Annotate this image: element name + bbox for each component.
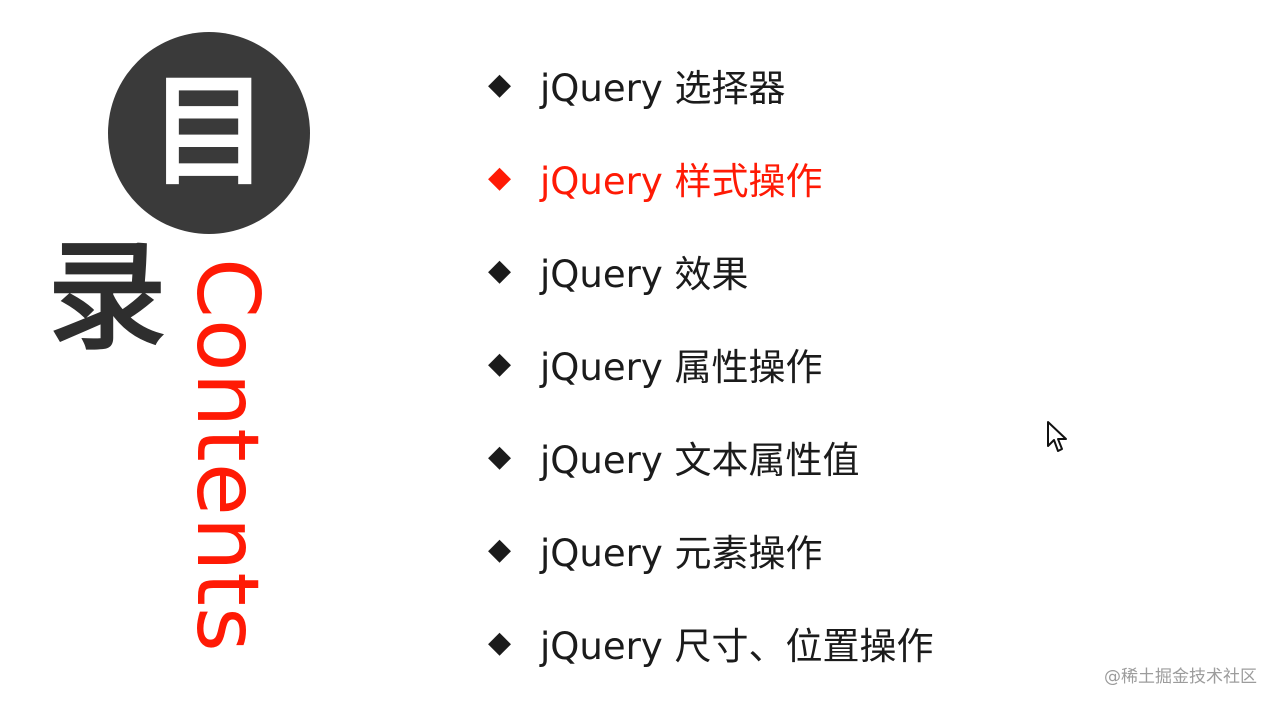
diamond-icon: ◆ <box>488 160 512 195</box>
mouse-cursor-icon <box>1047 421 1067 452</box>
contents-item-effect: ◆ jQuery 效果 <box>488 224 934 317</box>
contents-item-label: jQuery 文本属性值 <box>540 438 860 482</box>
title-contents: Contents <box>177 258 277 653</box>
contents-item-label: jQuery 属性操作 <box>540 345 823 389</box>
contents-list: ◆ jQuery 选择器 ◆ jQuery 样式操作 ◆ jQuery 效果 ◆… <box>488 38 934 689</box>
contents-item-style: ◆ jQuery 样式操作 <box>488 131 934 224</box>
title-char-lu: 录 <box>47 228 166 366</box>
watermark: @稀土掘金技术社区 <box>1104 667 1257 687</box>
diamond-icon: ◆ <box>488 439 512 474</box>
contents-item-label: jQuery 元素操作 <box>540 531 823 575</box>
title-circle: 目 <box>108 32 310 234</box>
contents-item-label: jQuery 效果 <box>540 252 749 296</box>
diamond-icon: ◆ <box>488 253 512 288</box>
diamond-icon: ◆ <box>488 67 512 102</box>
contents-item-size-position: ◆ jQuery 尺寸、位置操作 <box>488 596 934 689</box>
contents-item-attribute: ◆ jQuery 属性操作 <box>488 317 934 410</box>
contents-item-label: jQuery 选择器 <box>540 66 786 110</box>
contents-item-label: jQuery 样式操作 <box>540 159 823 203</box>
contents-item-label: jQuery 尺寸、位置操作 <box>540 624 934 668</box>
diamond-icon: ◆ <box>488 532 512 567</box>
contents-item-element: ◆ jQuery 元素操作 <box>488 503 934 596</box>
contents-item-text-value: ◆ jQuery 文本属性值 <box>488 410 934 503</box>
title-char-mu: 目 <box>149 63 269 202</box>
diamond-icon: ◆ <box>488 346 512 381</box>
diamond-icon: ◆ <box>488 625 512 660</box>
contents-item-selector: ◆ jQuery 选择器 <box>488 38 934 131</box>
